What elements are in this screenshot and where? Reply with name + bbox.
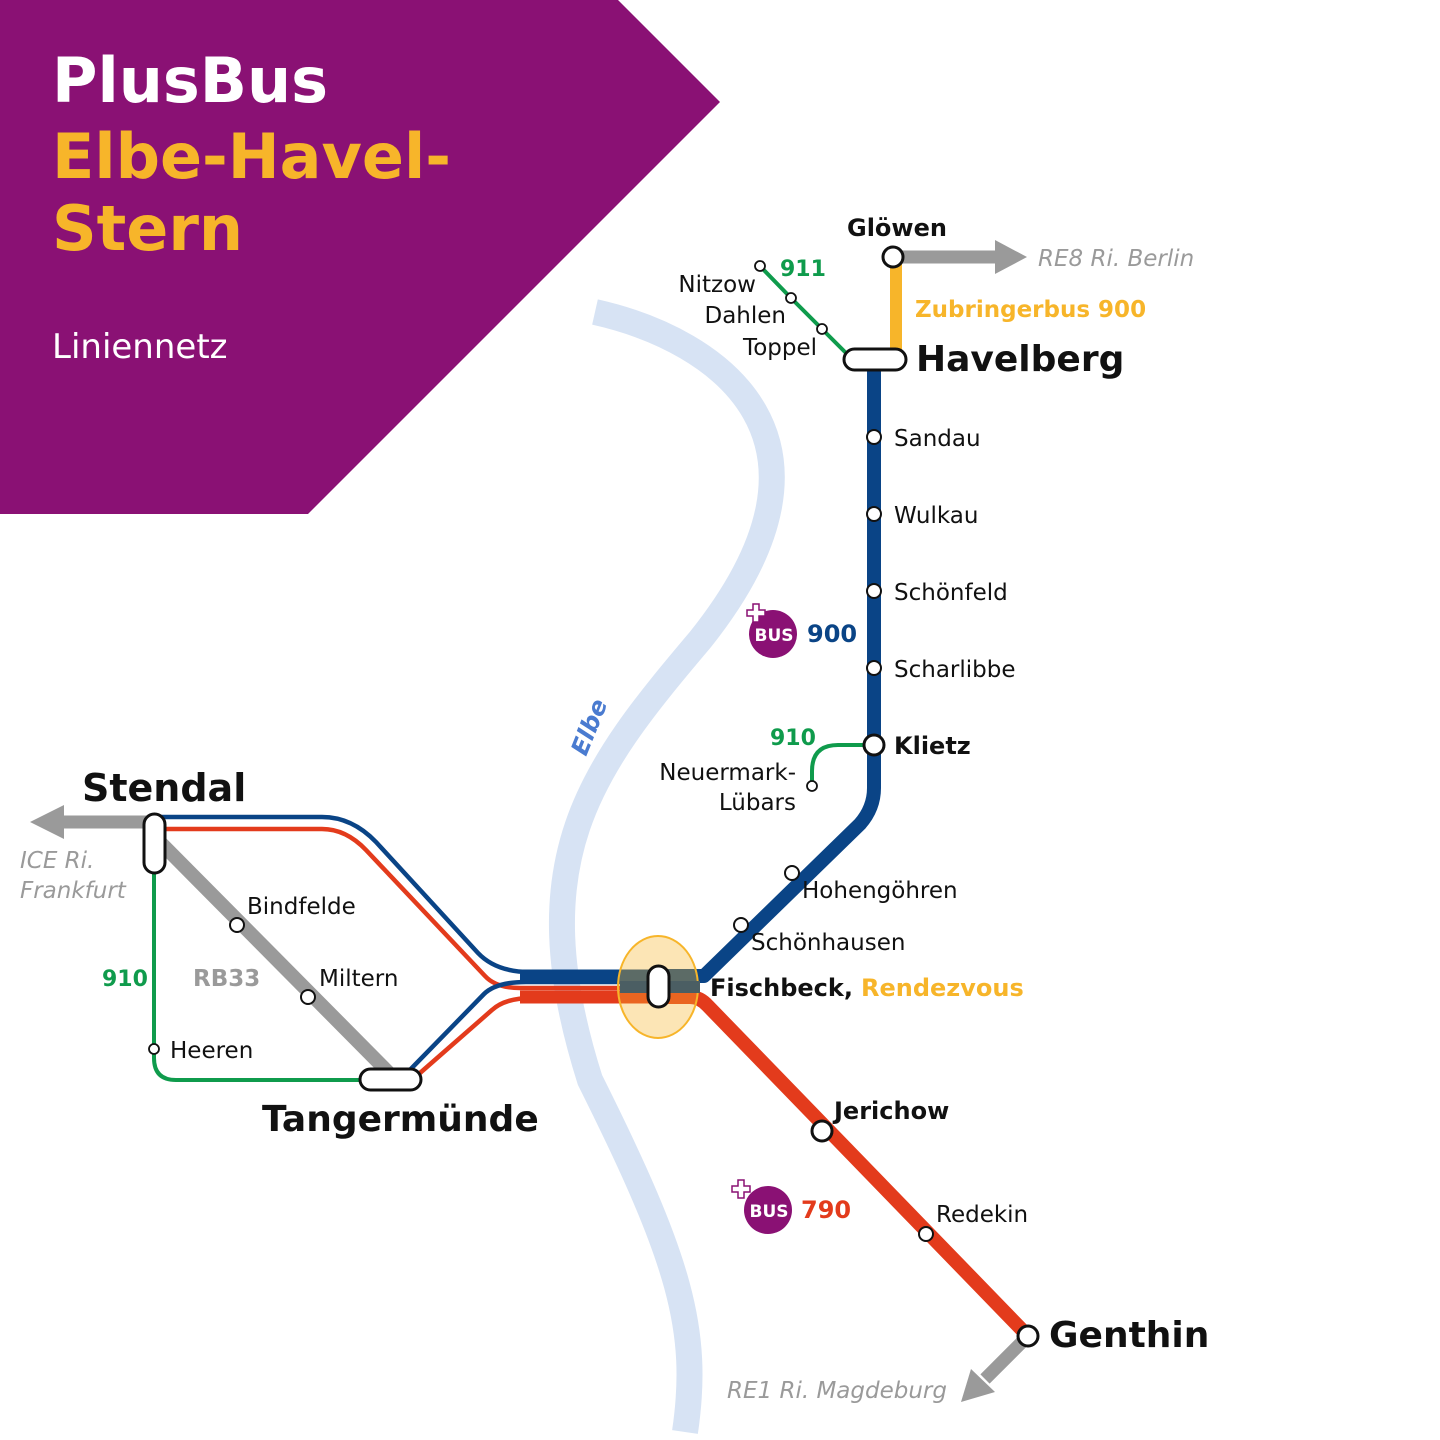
- station-tangermuende-marker[interactable]: [358, 1067, 423, 1092]
- rb33-line: [151, 833, 397, 1081]
- plusbus-900-number: 900: [807, 620, 857, 648]
- station-nitzow-marker[interactable]: [754, 260, 766, 272]
- title-line-2: Elbe-Havel-: [52, 120, 451, 193]
- label-dahlen: Dahlen: [705, 303, 787, 329]
- station-havelberg-marker[interactable]: [842, 347, 908, 372]
- label-jerichow: Jerichow: [832, 1097, 949, 1125]
- label-rendezvous: Rendezvous: [861, 974, 1024, 1002]
- station-bindfelde-marker[interactable]: [229, 917, 245, 933]
- plusbus-790-badge-circle: [744, 1186, 792, 1234]
- label-wulkau: Wulkau: [894, 503, 978, 529]
- label-redekin: Redekin: [936, 1202, 1028, 1228]
- ice-arrow-icon: [30, 805, 64, 839]
- station-klietz-marker[interactable]: [862, 733, 886, 757]
- plusbus-900-plus-icon: [746, 603, 766, 623]
- re8-arrow-icon: [995, 240, 1027, 274]
- plusbus-790-plus-icon: [731, 1179, 751, 1199]
- label-toppel: Toppel: [742, 335, 817, 361]
- label-miltern: Miltern: [319, 966, 398, 992]
- station-heeren-marker[interactable]: [148, 1043, 160, 1055]
- station-neuermark-marker[interactable]: [806, 780, 818, 792]
- plusbus-900-badge-circle: [749, 610, 797, 658]
- station-dahlen-marker[interactable]: [785, 292, 797, 304]
- station-wulkau-marker[interactable]: [866, 506, 882, 522]
- station-redekin-marker[interactable]: [918, 1226, 934, 1242]
- label-klietz: Klietz: [894, 732, 971, 760]
- header-panel: [0, 0, 720, 514]
- label-havelberg: Havelberg: [916, 339, 1124, 380]
- station-gloewen-marker[interactable]: [881, 245, 905, 269]
- line-910-west: [152, 856, 372, 1082]
- label-ice-line2: Frankfurt: [20, 878, 127, 904]
- station-miltern-marker[interactable]: [300, 989, 316, 1005]
- label-bindfelde: Bindfelde: [247, 894, 356, 920]
- label-sandau: Sandau: [894, 426, 981, 452]
- plusbus-790-number: 790: [801, 1196, 851, 1224]
- station-schoenhausen-marker[interactable]: [733, 917, 749, 933]
- station-toppel-marker[interactable]: [816, 323, 828, 335]
- label-feeder-900: Zubringerbus 900: [915, 297, 1146, 323]
- line-911: [758, 264, 850, 357]
- line-790-stendal-branch: [156, 826, 660, 991]
- line-790-main: [660, 990, 1034, 1341]
- station-sandau-marker[interactable]: [866, 429, 882, 445]
- label-ice-line1: ICE Ri.: [20, 848, 94, 874]
- label-schoenhausen: Schönhausen: [751, 930, 905, 956]
- label-tangermuende: Tangermünde: [262, 1099, 539, 1140]
- title-line-3: Stern: [52, 192, 243, 265]
- plusbus-790-badge-text: BUS: [749, 1202, 788, 1222]
- label-nitzow: Nitzow: [678, 272, 756, 298]
- station-fischbeck-marker[interactable]: [646, 964, 671, 1009]
- label-schoenfeld: Schönfeld: [894, 580, 1008, 606]
- station-hohengoehren-marker[interactable]: [784, 865, 800, 881]
- station-scharlibbe-marker[interactable]: [866, 660, 882, 676]
- label-neuermark-line1: Neuermark-: [659, 760, 796, 786]
- label-neuermark-line2: Lübars: [719, 790, 796, 816]
- label-line-911: 911: [780, 257, 826, 282]
- subtitle: Liniennetz: [52, 327, 228, 367]
- label-re8: RE8 Ri. Berlin: [1038, 246, 1194, 272]
- label-gloewen: Glöwen: [847, 214, 947, 242]
- label-re1: RE1 Ri. Magdeburg: [727, 1378, 947, 1404]
- line-900-stendal-branch: [156, 814, 660, 975]
- station-schoenfeld-marker[interactable]: [866, 583, 882, 599]
- label-fischbeck-name: Fischbeck,: [710, 974, 853, 1002]
- plusbus-900-badge: BUS 900: [746, 603, 857, 658]
- label-heeren: Heeren: [170, 1038, 253, 1064]
- label-hohengoehren: Hohengöhren: [802, 878, 958, 904]
- plusbus-790-badge: BUS 790: [731, 1179, 851, 1234]
- station-genthin-marker[interactable]: [1016, 1324, 1040, 1348]
- line-900-main: [660, 364, 881, 983]
- line-910-east: [810, 743, 874, 786]
- label-fischbeck: Fischbeck, Rendezvous: [710, 974, 1024, 1002]
- label-line-910-east: 910: [770, 726, 816, 751]
- re1-arrow-icon: [961, 1369, 995, 1402]
- label-scharlibbe: Scharlibbe: [894, 657, 1016, 683]
- title-line-1: PlusBus: [52, 44, 328, 117]
- river-elbe: [549, 299, 785, 1434]
- label-rb33: RB33: [193, 966, 260, 992]
- station-stendal-marker[interactable]: [142, 812, 167, 875]
- station-jerichow-marker[interactable]: [810, 1119, 834, 1143]
- label-line-910-west: 910: [102, 967, 148, 992]
- label-stendal: Stendal: [82, 766, 246, 810]
- label-genthin: Genthin: [1049, 1315, 1209, 1356]
- plusbus-900-badge-text: BUS: [754, 626, 793, 646]
